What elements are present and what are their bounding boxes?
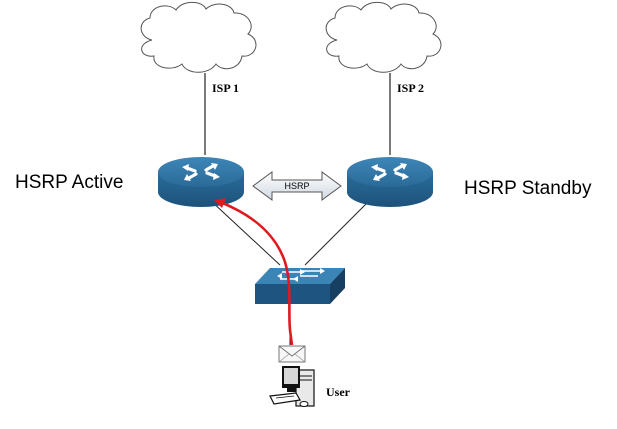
switch-icon [255,268,345,304]
router-icon [347,157,433,207]
label-isp2: ISP 2 [397,81,424,95]
cloud-icon [140,1,257,73]
label-hsrp-standby: HSRP Standby [464,178,592,199]
hsrp-link: HSRP [252,171,342,201]
traffic-arrowhead [214,198,226,208]
cloud-isp2 [325,1,442,73]
label-isp1: ISP 1 [212,81,239,95]
label-hsrp-active: HSRP Active [15,172,123,193]
router-icon [158,157,244,207]
router-active [158,157,244,207]
cloud-isp1 [140,1,257,73]
router-standby [347,157,433,207]
switch [255,268,345,304]
label-user: User [326,385,351,399]
user-workstation [269,366,315,407]
envelope-icon [278,345,306,363]
double-arrow-icon [252,171,342,201]
label-hsrp-link: HSRP [284,181,309,191]
link-standby-switch [304,199,371,266]
link-active-switch [209,199,281,266]
traffic-path [219,200,294,346]
cloud-icon [325,1,442,73]
workstation-icon [269,366,315,407]
